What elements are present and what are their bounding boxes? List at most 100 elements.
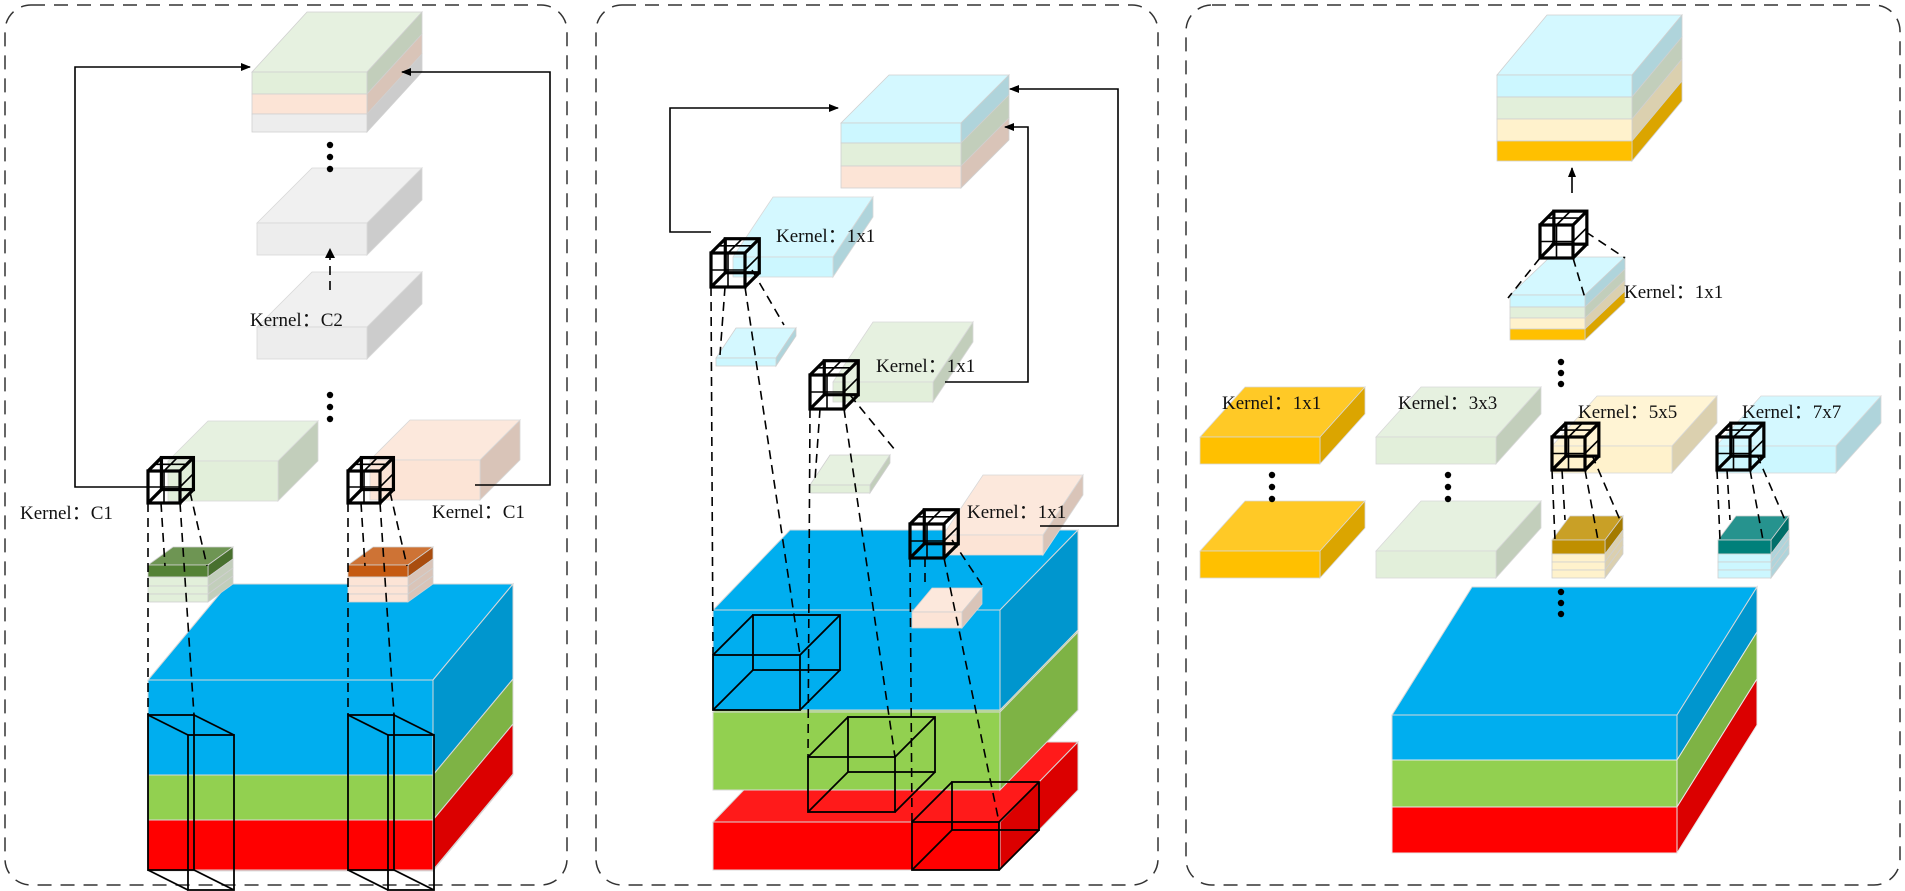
b-window-red-front [911,821,1000,871]
a-gray-upper [256,167,423,256]
a-output-stack [251,10,423,134]
c-blue-front [1391,714,1678,761]
c-kernel-cube-top-e1 [1538,210,1555,227]
c-kernel-cube-7x7-e4 [1748,455,1765,472]
b-window-red-back [951,781,1040,831]
c-dash-4 [1591,454,1621,521]
c-red-side [1676,677,1758,855]
b-dash-6 [843,408,896,758]
c-green-slab-upper-front [1375,436,1497,465]
c-output-stack-front-1 [1496,96,1633,120]
panel-c-kernel-4-label: Kernel：7x7 [1742,402,1841,423]
b-window-blue-edge-tl [712,614,754,656]
b-window-red-edge-br [998,829,1040,871]
a-dash-7 [360,502,366,567]
c-dots-base-1 [1557,599,1565,607]
panel-c-kernel-2-label: Kernel：3x3 [1398,393,1497,414]
panel-border-3 [1185,4,1901,886]
a-gray-upper-front [256,222,368,256]
c-small-stack-gold-front-3 [1551,569,1606,579]
a-dash-3 [160,502,166,567]
a-column-left-edge-tr [193,714,235,736]
a-small-stack-peach-front-1 [347,576,409,587]
b-output-stack-front-1 [840,142,962,167]
c-small-stack-gold-front-1 [1551,553,1606,563]
b-small-cyan [715,326,797,368]
a-kernel-cube-left-i5 [179,472,195,488]
a-kernel-cube-left-e3 [146,488,163,505]
c-small-stack-gold [1551,514,1624,580]
a-column-left-edge-br [193,869,235,891]
b-kernel-cube-top [709,237,761,289]
panel-borders [4,4,1901,886]
b-window-green-back [847,716,936,773]
c-dash-12 [1585,231,1626,259]
c-green-front [1391,759,1678,808]
panel-b-kernel-bottom-label: Kernel：1x1 [967,502,1066,523]
b-dash-5 [807,408,811,758]
c-concat-stack-front-3 [1509,328,1586,341]
b-window-green-edge-br [894,771,936,813]
a-small-stack-peach-front-2 [347,585,409,595]
c-dots-green-0 [1444,471,1452,479]
a-connector-right [401,68,551,486]
a-column-left-edge-bl [147,869,189,891]
c-small-stack-teal-front-0 [1717,539,1772,555]
b-kernel-cube-middle-inner [810,360,859,409]
b-dash-4 [751,269,785,326]
a-dots-top-0 [326,141,334,149]
b-kernel-cube-middle [808,359,860,411]
a-column-left-back [187,734,235,891]
c-dash-1 [1551,469,1556,541]
c-output-stack-front-2 [1496,118,1633,142]
c-dots-orange-2 [1268,495,1276,503]
b-window-green-edge-bl [807,771,849,813]
a-small-stack-green-front-0 [147,564,209,578]
c-green-slab-lower [1375,499,1542,580]
b-window-blue [712,614,841,711]
c-dots-base-2 [1557,610,1565,618]
b-window-green-edge-tr [894,716,936,758]
panel-c-kernel-top-label: Kernel：1x1 [1624,282,1723,303]
b-window-red-edge-bl [911,829,953,871]
a-column-left [147,714,235,891]
b-green-slab-front [832,381,934,403]
c-dash-6 [1749,469,1764,541]
a-red-side [432,722,514,872]
b-cyan-slab [732,195,874,279]
block-layer [146,10,1882,873]
b-window-blue-edge-bl [712,669,754,711]
c-output-stack-front-3 [1496,140,1633,162]
panel-a-kernel-left-label: Kernel：C1 [20,503,113,524]
c-kernel-cube-top-e3 [1538,243,1555,260]
a-column-right-edge-tl [347,714,389,736]
b-kernel-cube-top-e3 [709,271,727,289]
a-dots-bottom-2 [326,415,334,423]
b-kernel-cube-top-i5 [744,255,760,271]
a-dots-bottom-1 [326,403,334,411]
c-kernel-cube-top-i5 [1572,227,1588,243]
a-kernel-cube-left-e4 [178,488,195,505]
b-kernel-cube-bottom-e4 [942,542,960,560]
c-green-slab-upper [1375,385,1542,466]
panel-border-2 [595,4,1159,886]
c-base-block [1391,585,1758,855]
b-kernel-cube-middle-i5 [843,377,859,393]
label-layer: Kernel：C1 Kernel：C1 Kernel：C2 Kernel：1x1… [20,226,1841,524]
c-dots-base-0 [1557,588,1565,596]
a-small-stack-green-front-1 [147,576,209,587]
kernel-cube-layer [146,209,1766,891]
c-orange-slab-upper [1199,385,1366,466]
b-window-red-edge-tl [911,781,953,823]
b-window-blue-front [712,654,801,711]
a-kernel-cube-left-inner [148,456,195,503]
c-dots-concat-1 [1557,369,1565,377]
c-dots-orange-1 [1268,483,1276,491]
b-window-blue-edge-br [799,669,841,711]
c-orange-slab-lower [1199,499,1366,580]
a-red-front [147,819,434,871]
c-kernel-cube-5x5 [1550,421,1601,472]
c-kernel-cube-7x7-e3 [1715,455,1732,472]
a-dots-bottom-0 [326,391,334,399]
a-column-right-front [347,714,395,871]
